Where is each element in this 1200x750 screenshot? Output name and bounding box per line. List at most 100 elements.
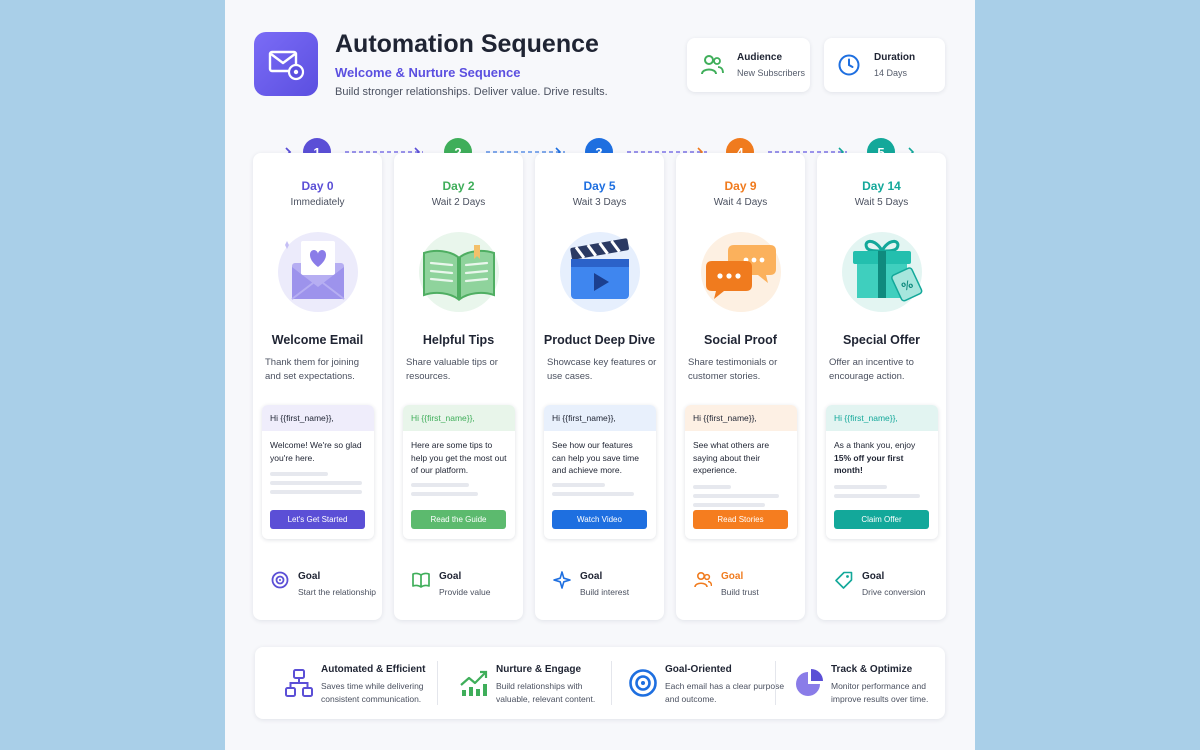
divider [437, 661, 438, 705]
feature-automated: Automated & Efficient Saves time while d… [283, 647, 425, 719]
step-card-3: Day 5 Wait 3 Days Product Deep Dive Show… [535, 153, 664, 620]
page-tagline: Build stronger relationships. Deliver va… [335, 86, 608, 98]
svg-text:%: % [900, 278, 915, 294]
target-icon [627, 667, 659, 699]
feature-description: Build relationships with valuable, relev… [496, 681, 596, 704]
step-day: Day 14 [862, 179, 901, 193]
canvas: Automation Sequence Welcome & Nurture Se… [225, 0, 975, 750]
divider [611, 661, 612, 705]
email-preview: Hi {{first_name}}, See how our features … [544, 405, 656, 539]
step-wait: Wait 3 Days [572, 197, 627, 208]
step-wait: Wait 2 Days [431, 197, 486, 208]
email-greeting: Hi {{first_name}}, [403, 405, 515, 431]
placeholder-line [270, 472, 328, 476]
email-greeting: Hi {{first_name}}, [826, 405, 938, 431]
envelope-heart-icon [275, 227, 361, 313]
step-card-4: Day 9 Wait 4 Days Social Proof Share tes… [676, 153, 805, 620]
step-wait: Immediately [290, 197, 345, 208]
step-title: Social Proof [704, 333, 777, 347]
goal-label: Goal [580, 571, 603, 582]
tag-icon [835, 571, 853, 589]
step-day: Day 2 [442, 179, 475, 193]
email-preview: Hi {{first_name}}, Here are some tips to… [403, 405, 515, 539]
email-preview: Hi {{first_name}}, Welcome! We're so gla… [262, 405, 374, 539]
read-stories-button[interactable]: Read Stories [693, 510, 788, 529]
step-title: Helpful Tips [422, 333, 495, 347]
users-icon [694, 571, 713, 589]
email-body: See what others are saying about their e… [693, 440, 770, 475]
gift-tag-icon: % [839, 227, 925, 313]
goal-label: Goal [298, 571, 321, 582]
email-body: Here are some tips to help you get the m… [411, 440, 507, 475]
email-greeting: Hi {{first_name}}, [685, 405, 797, 431]
watch-video-button[interactable]: Watch Video [552, 510, 647, 529]
step-day: Day 9 [724, 179, 757, 193]
users-icon [699, 52, 725, 78]
growth-chart-icon [458, 667, 490, 699]
email-body-highlight: 15% off your first month! [834, 452, 904, 476]
pie-chart-icon [793, 667, 825, 699]
feature-description: Saves time while delivering consistent c… [321, 681, 424, 704]
placeholder-line [693, 493, 780, 498]
goal-value: Provide value [439, 587, 491, 597]
feature-description: Monitor performance and improve results … [831, 681, 929, 704]
step-card-1: Day 0 Immediately Welcome Email Thank th… [253, 153, 382, 620]
clapperboard-icon [557, 227, 643, 313]
email-greeting: Hi {{first_name}}, [262, 405, 374, 431]
step-description: Offer an incentive to encourage action. [829, 357, 914, 382]
email-greeting: Hi {{first_name}}, [544, 405, 656, 431]
read-the-guide-button[interactable]: Read the Guide [411, 510, 506, 529]
clock-icon [836, 52, 862, 78]
feature-description: Each email has a clear purpose and outco… [665, 681, 785, 704]
placeholder-line [834, 493, 921, 498]
goal-label: Goal [862, 571, 885, 582]
claim-offer-button[interactable]: Claim Offer [834, 510, 929, 529]
duration-card: Duration 14 Days [824, 38, 945, 92]
email-preview: Hi {{first_name}}, See what others are s… [685, 405, 797, 539]
step-title: Welcome Email [271, 333, 364, 347]
goal-value: Build interest [580, 587, 630, 597]
step-description: Showcase key features or use cases. [547, 357, 657, 382]
placeholder-line [411, 491, 479, 496]
email-body: See how our features can help you save t… [552, 440, 639, 475]
step-wait: Wait 4 Days [713, 197, 768, 208]
step-description: Thank them for joining and set expectati… [265, 357, 359, 382]
envelope-gear-icon [254, 32, 318, 96]
step-day: Day 0 [301, 179, 334, 193]
duration-label: Duration [874, 52, 916, 63]
page-subtitle: Welcome & Nurture Sequence [335, 65, 521, 80]
divider [775, 661, 776, 705]
audience-label: Audience [737, 52, 783, 63]
feature-goal-oriented: Goal-Oriented Each email has a clear pur… [627, 647, 784, 719]
placeholder-line [552, 491, 634, 496]
sparkle-icon [553, 571, 571, 589]
target-icon [271, 571, 289, 589]
lets-get-started-button[interactable]: Let's Get Started [270, 510, 365, 529]
feature-title: Goal-Oriented [665, 664, 732, 675]
email-preview: Hi {{first_name}}, As a thank you, enjoy… [826, 405, 938, 539]
step-title: Product Deep Dive [543, 333, 656, 347]
step-wait: Wait 5 Days [854, 197, 909, 208]
audience-card: Audience New Subscribers [687, 38, 810, 92]
feature-title: Track & Optimize [831, 664, 913, 675]
book-icon [412, 571, 430, 589]
step-card-2: Day 2 Wait 2 Days Helpful Tips Share val… [394, 153, 523, 620]
goal-label: Goal [721, 571, 744, 582]
step-description: Share testimonials or customer stories. [688, 357, 778, 382]
goal-value: Start the relationship [298, 587, 376, 597]
email-body: Welcome! We're so glad you're here. [270, 440, 362, 463]
placeholder-line [411, 482, 469, 487]
page-title: Automation Sequence [335, 30, 599, 58]
audience-value: New Subscribers [737, 68, 806, 78]
placeholder-line [693, 484, 732, 489]
email-body: As a thank you, enjoy [834, 440, 916, 450]
placeholder-line [270, 481, 363, 485]
chat-bubbles-icon [698, 227, 784, 313]
step-card-5: Day 14 Wait 5 Days % Special Offer Offer… [817, 153, 946, 620]
goal-value: Drive conversion [862, 587, 926, 597]
step-description: Share valuable tips or resources. [406, 357, 498, 382]
step-day: Day 5 [583, 179, 616, 193]
open-book-icon [416, 227, 502, 313]
features-bar: Automated & Efficient Saves time while d… [255, 647, 945, 719]
feature-title: Nurture & Engage [496, 664, 582, 675]
